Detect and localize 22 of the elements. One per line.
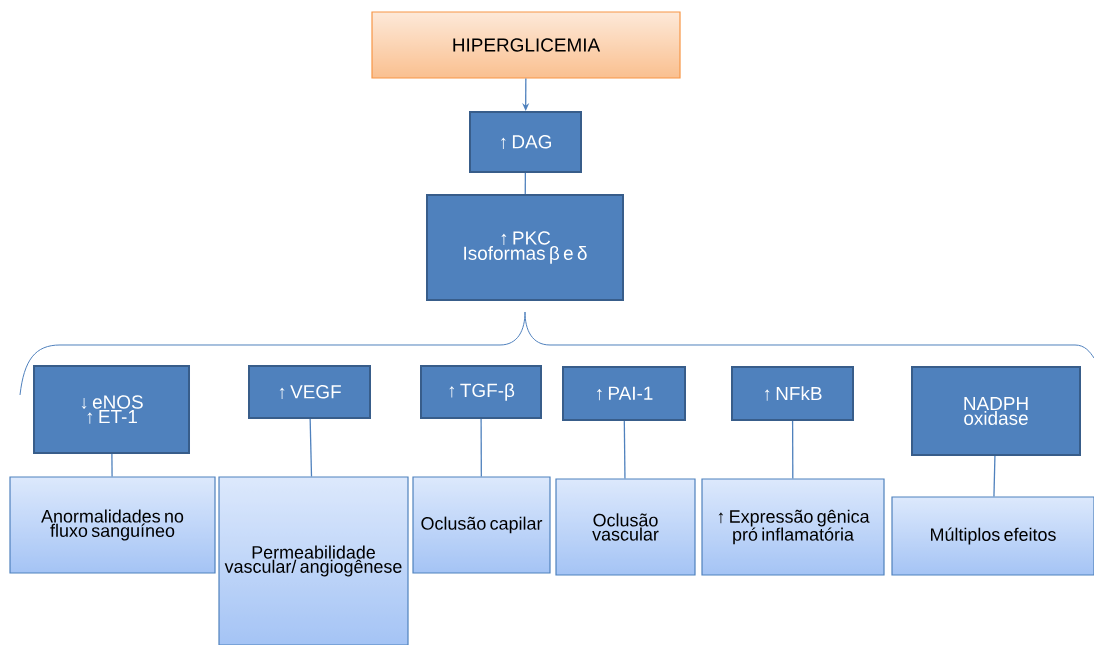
connector: [111, 453, 113, 478]
effect-box: Permeabilidade vascular/ angiogênese: [218, 476, 409, 645]
connector: [623, 420, 626, 480]
process-box: ↑ DAG: [469, 111, 582, 173]
process-box: ↑ TGF-β: [420, 365, 542, 419]
connector: [993, 455, 996, 498]
effect-box: Oclusão vascular: [555, 478, 696, 576]
connector: [791, 420, 794, 480]
process-box: ↓ eNOS ↑ ET-1: [33, 365, 190, 454]
process-box: ↑ PAI-1: [562, 366, 686, 421]
connector: [480, 418, 482, 478]
process-box: ↑ VEGF: [248, 365, 371, 419]
process-box: ↑ NFkB: [731, 366, 854, 421]
connector: [309, 418, 313, 478]
process-box: ↑ PKC Isoformas β e δ: [426, 194, 624, 301]
start-box: HIPERGLICEMIA: [371, 11, 681, 79]
effect-box: ↑ Expressão gênica pró inflamatória: [701, 478, 885, 576]
process-box: NADPH oxidase: [911, 366, 1081, 456]
connector: [524, 172, 526, 195]
effect-box: Oclusão capilar: [412, 476, 551, 574]
effect-box: Anormalidades no fluxo sanguíneo: [9, 476, 216, 574]
effect-box: Múltiplos efeitos: [891, 496, 1094, 576]
